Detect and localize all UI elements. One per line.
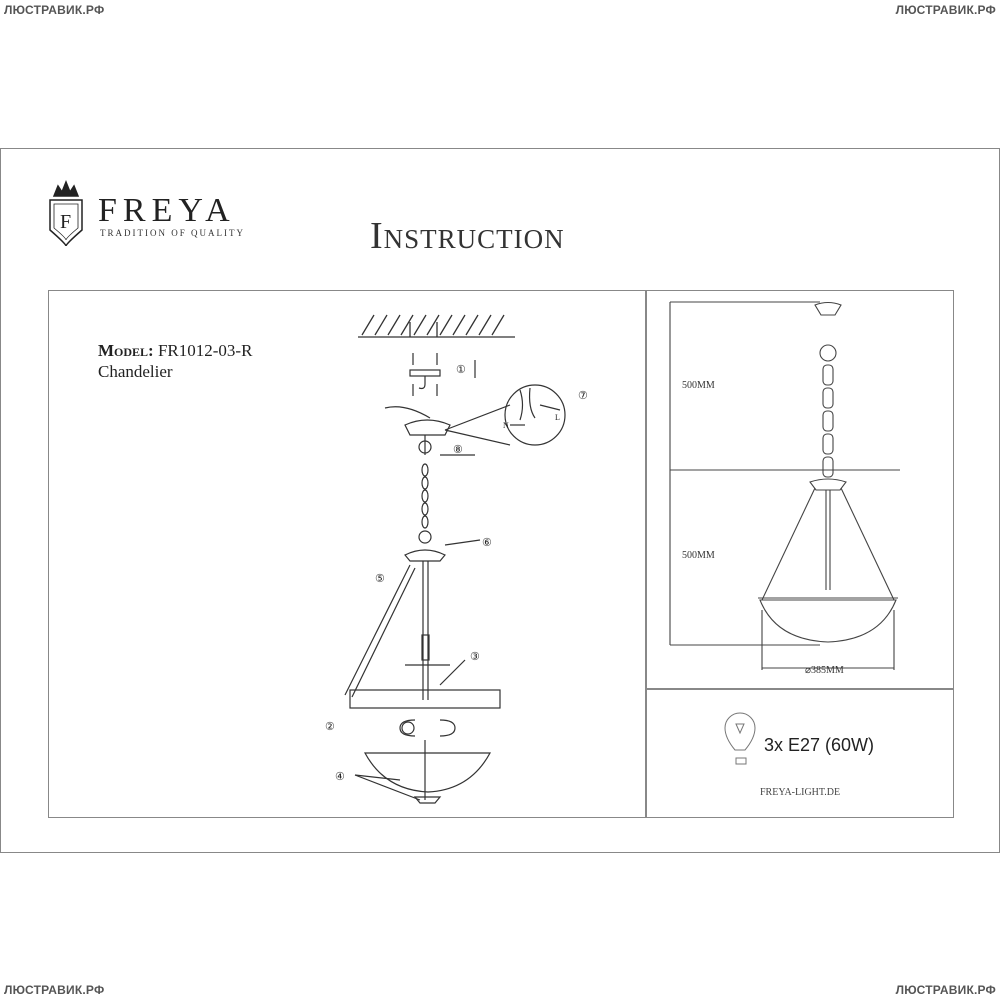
mounting-hook bbox=[384, 353, 566, 456]
watermark-bottom-right: ЛЮСТРАВИК.РФ bbox=[895, 983, 996, 997]
svg-text:F: F bbox=[60, 211, 71, 233]
bulb-spec: 3x E27 (60W) bbox=[764, 735, 875, 755]
step-3: ③ bbox=[470, 651, 480, 663]
step-markers: ① ② ③ ④ ⑤ ⑥ ⑦ ⑧ L N bbox=[325, 364, 588, 783]
step-5: ⑤ bbox=[375, 573, 385, 585]
dim-bottom-height: 500MM bbox=[682, 550, 715, 561]
assembly-panel bbox=[48, 290, 647, 818]
website: FREYA-LIGHT.DE bbox=[760, 787, 841, 798]
step-4: ④ bbox=[335, 771, 345, 783]
step-7: ⑦ bbox=[578, 390, 588, 402]
wire-neutral-label: N bbox=[503, 421, 509, 430]
spec-panel bbox=[645, 688, 954, 818]
step-2: ② bbox=[325, 721, 335, 733]
model-label: Model: bbox=[98, 341, 154, 360]
step-6: ⑥ bbox=[482, 537, 492, 549]
ceiling-hatch bbox=[358, 314, 515, 338]
dim-diameter: ⌀385MM bbox=[805, 665, 844, 676]
step-8: ⑧ bbox=[453, 444, 463, 456]
watermark-bottom-left: ЛЮСТРАВИК.РФ bbox=[4, 983, 105, 997]
model-value: FR1012-03-R bbox=[157, 341, 253, 360]
logo-emblem-icon: F bbox=[49, 179, 83, 247]
wire-live-label: L bbox=[555, 413, 560, 422]
watermark-top-left: ЛЮСТРАВИК.РФ bbox=[4, 3, 105, 17]
dim-top-height: 500MM bbox=[682, 380, 715, 391]
page-title: Instruction bbox=[370, 215, 565, 257]
model-type: Chandelier bbox=[98, 362, 173, 381]
model-info: Model: FR1012-03-R Chandelier bbox=[98, 340, 252, 382]
chain-and-stem bbox=[344, 463, 501, 804]
light-bulb-icon bbox=[724, 712, 756, 765]
dimensions-panel bbox=[645, 290, 954, 690]
brand-name: FREYA bbox=[98, 192, 236, 229]
step-1: ① bbox=[456, 364, 466, 376]
watermark-top-right: ЛЮСТРАВИК.РФ bbox=[895, 3, 996, 17]
dimension-drawing bbox=[669, 301, 900, 670]
brand-tagline: TRADITION OF QUALITY bbox=[100, 228, 245, 238]
